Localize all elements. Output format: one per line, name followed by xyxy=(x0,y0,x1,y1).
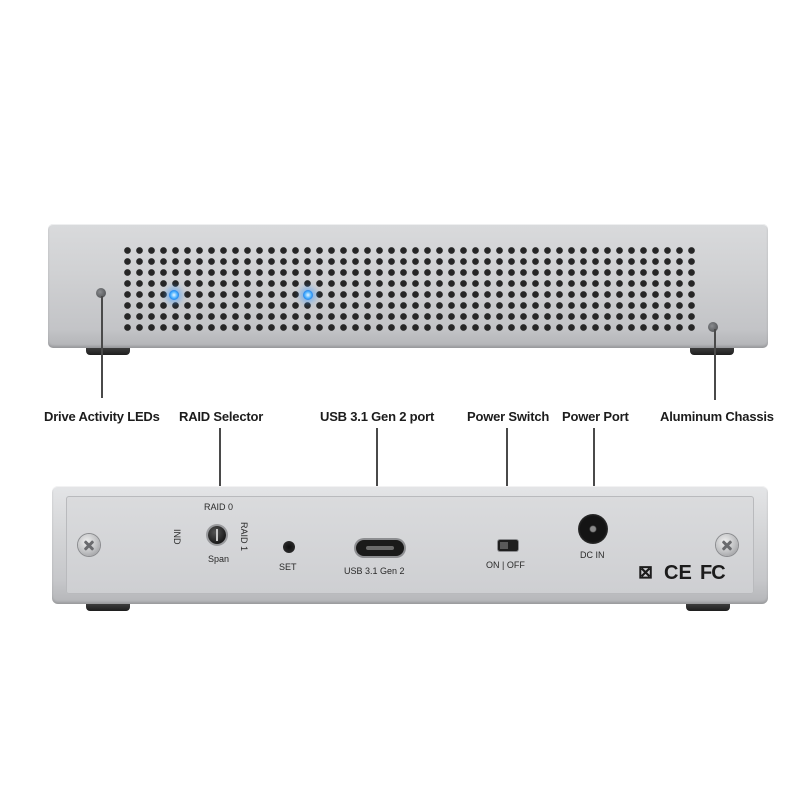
dc-in-label: DC IN xyxy=(580,550,605,560)
enclosure-rear-view: RAID 0 IND RAID 1 Span SET USB 3.1 Gen 2… xyxy=(52,486,768,604)
rear-foot-left xyxy=(86,604,130,611)
callout-line-usb xyxy=(376,428,378,500)
drive-activity-led-1 xyxy=(169,290,179,300)
screw-right-icon xyxy=(716,534,738,556)
power-switch[interactable] xyxy=(498,540,518,551)
drive-activity-indicator-dot xyxy=(96,288,106,298)
fcc-mark-icon: FC xyxy=(700,562,726,584)
screw-left-icon xyxy=(78,534,100,556)
callout-power-switch: Power Switch xyxy=(467,409,550,424)
rear-foot-right xyxy=(686,604,730,611)
callout-aluminum-chassis: Aluminum Chassis xyxy=(660,409,774,424)
drive-activity-led-2 xyxy=(303,290,313,300)
callout-usb-port: USB 3.1 Gen 2 port xyxy=(320,409,435,424)
callout-line-power xyxy=(593,428,595,500)
usb-port-label: USB 3.1 Gen 2 xyxy=(344,566,405,576)
chassis-indicator-dot xyxy=(708,322,718,332)
dc-in-port[interactable] xyxy=(578,514,608,544)
enclosure-front-view xyxy=(48,224,768,348)
callout-line-switch xyxy=(506,428,508,500)
raid-span-label: Span xyxy=(208,554,230,564)
callout-line-raid xyxy=(219,428,221,504)
front-foot-left xyxy=(86,348,130,355)
set-label: SET xyxy=(279,562,297,572)
ventilation-grille xyxy=(123,246,695,334)
callout-line-chassis xyxy=(714,329,716,400)
callout-raid-selector: RAID Selector xyxy=(179,409,264,424)
callout-line-drive-leds xyxy=(101,296,103,398)
ce-mark-icon: CE xyxy=(664,562,692,584)
raid-1-label: RAID 1 xyxy=(239,522,249,552)
callout-drive-activity-leds: Drive Activity LEDs xyxy=(44,409,160,424)
set-button[interactable] xyxy=(283,541,295,553)
callout-power-port: Power Port xyxy=(562,409,629,424)
raid-selector-dial[interactable] xyxy=(208,526,226,544)
rear-io-panel: RAID 0 IND RAID 1 Span SET USB 3.1 Gen 2… xyxy=(66,496,754,594)
front-foot-right xyxy=(690,348,734,355)
raid-ind-label: IND xyxy=(172,529,182,545)
raid-0-label: RAID 0 xyxy=(204,502,234,512)
power-switch-label: ON | OFF xyxy=(486,560,525,570)
usb-c-port[interactable] xyxy=(356,540,404,556)
weee-icon: ⊠ xyxy=(638,562,654,582)
